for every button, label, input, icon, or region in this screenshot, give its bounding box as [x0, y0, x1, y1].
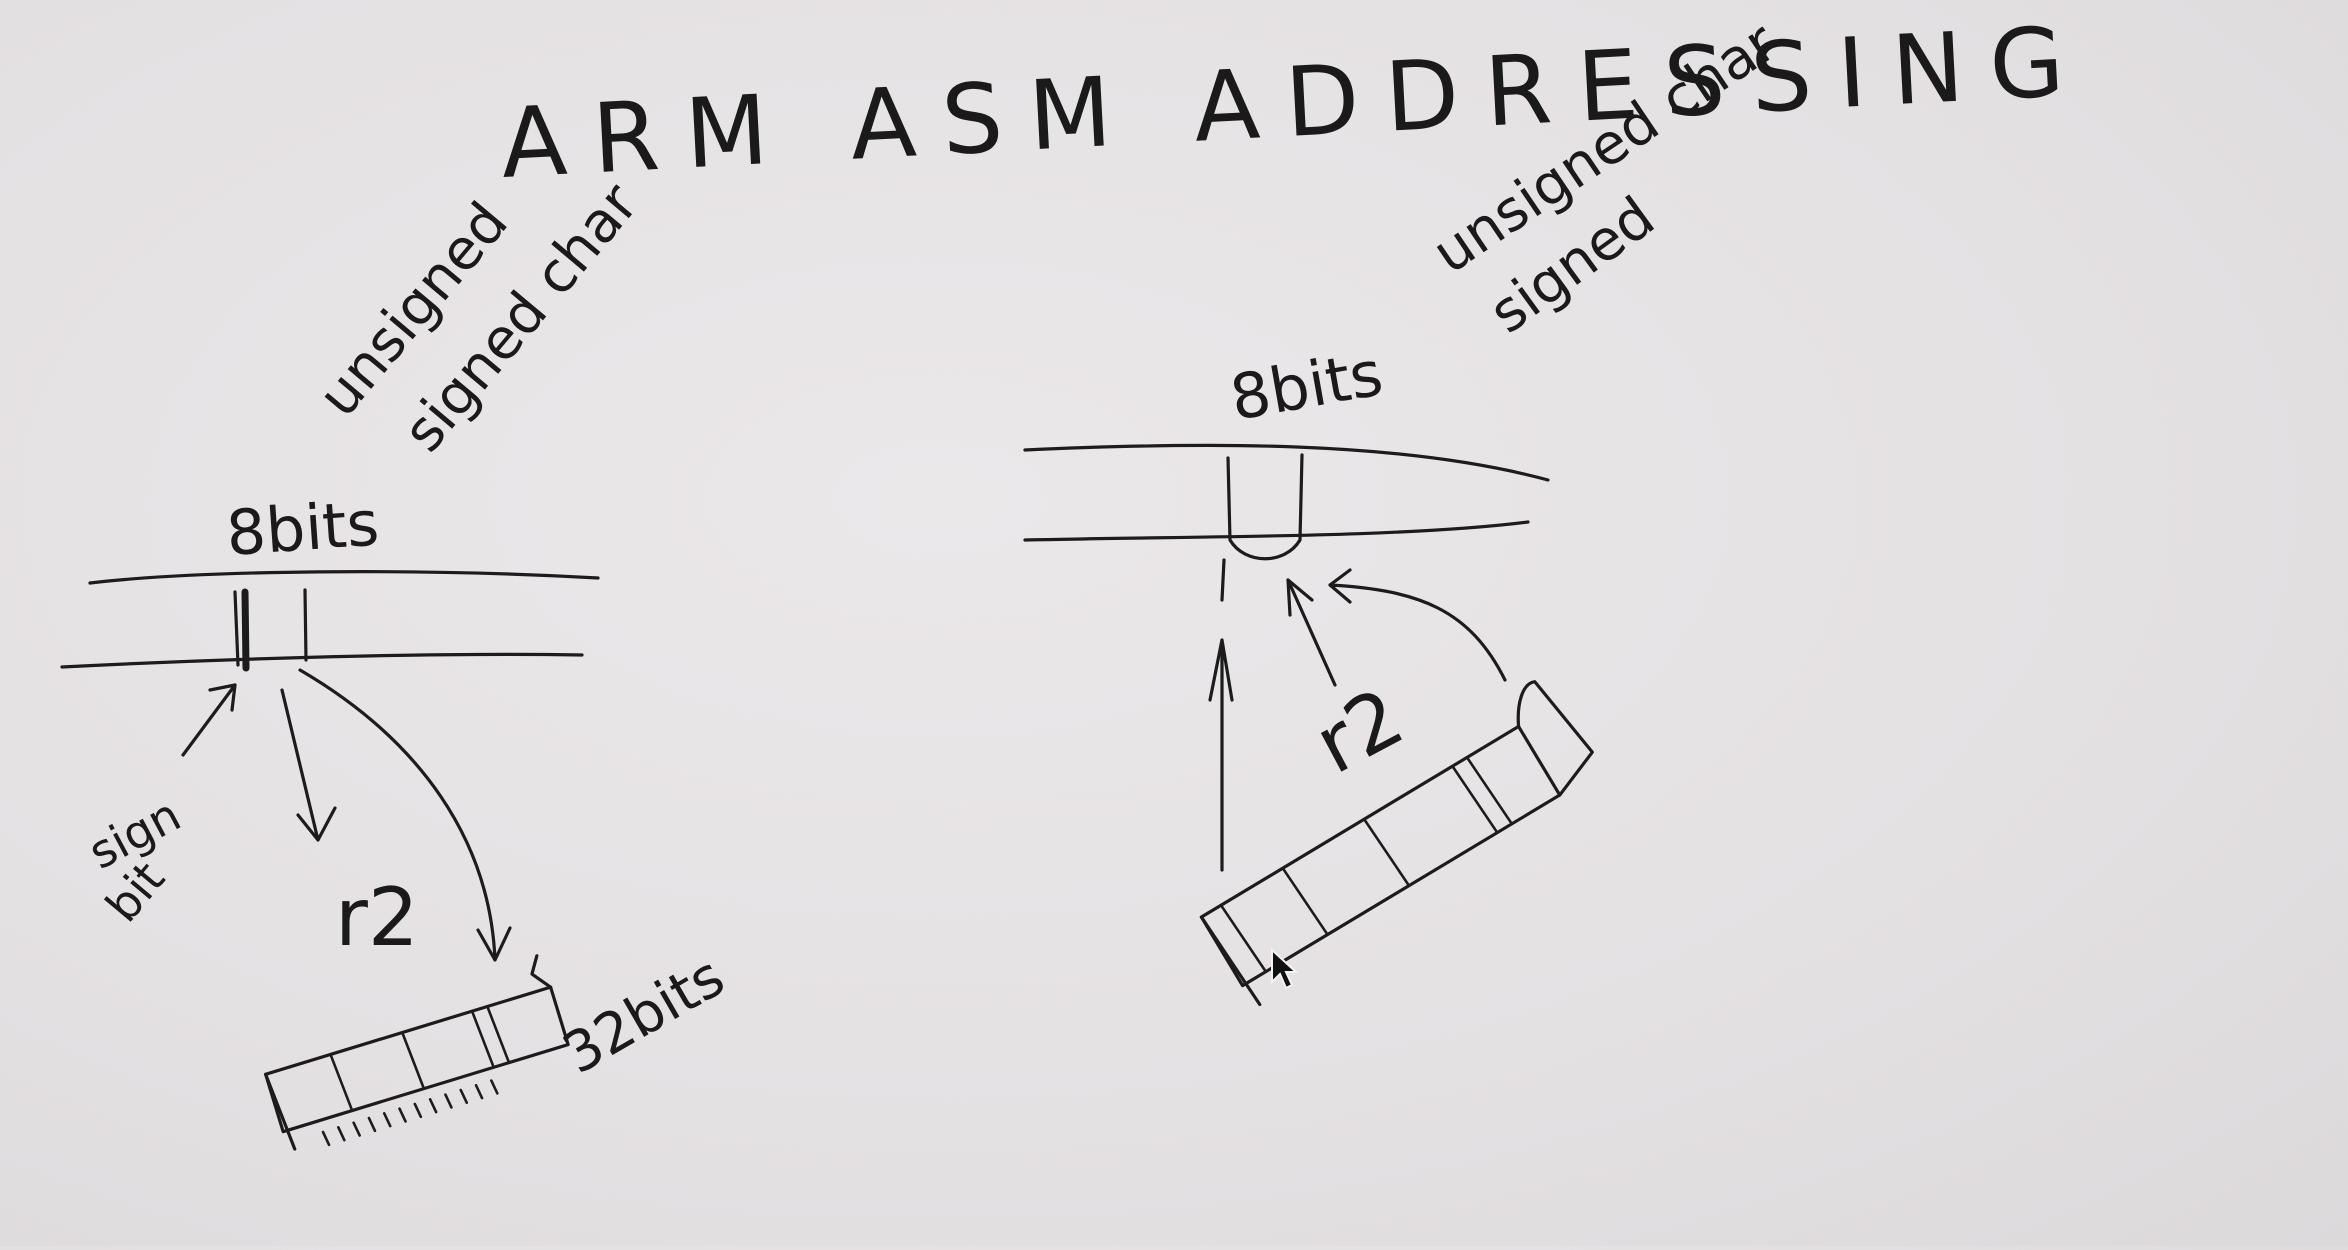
- right-up-arrow-center: [1286, 578, 1337, 687]
- right-register-box: [1199, 680, 1594, 1007]
- left-register-label: r2: [335, 871, 419, 964]
- right-memory-strip-top: [1023, 443, 1550, 482]
- left-sign-bit-marker: [241, 588, 250, 672]
- left-register-bit-ticks: [321, 1079, 499, 1147]
- right-up-arrow-left: [1208, 558, 1234, 872]
- page-title: ARM ASM ADDRESSING: [498, 5, 2093, 200]
- left-curved-arrow: [298, 668, 512, 962]
- right-byte-label: 8bits: [1225, 336, 1388, 434]
- left-register-size-label: 32bits: [553, 944, 736, 1087]
- left-memory-strip-top: [88, 570, 600, 585]
- left-byte-cell-right: [303, 588, 308, 662]
- left-register-box: [264, 954, 570, 1151]
- right-register-label: r2: [1300, 670, 1418, 791]
- right-curved-arrow: [1328, 568, 1507, 682]
- left-diagram: unsigned signed char 8bits sign bit r2: [60, 171, 736, 1151]
- right-memory-strip-bottom: [1023, 520, 1530, 542]
- left-down-arrow: [280, 688, 337, 842]
- left-byte-cell-left: [233, 590, 240, 667]
- left-memory-strip-bottom: [60, 652, 584, 669]
- left-byte-label: 8bits: [224, 486, 381, 569]
- left-sign-bit-arrow: [181, 683, 237, 757]
- mouse-pointer-icon: [1271, 947, 1299, 990]
- right-byte-cell: [1226, 453, 1304, 561]
